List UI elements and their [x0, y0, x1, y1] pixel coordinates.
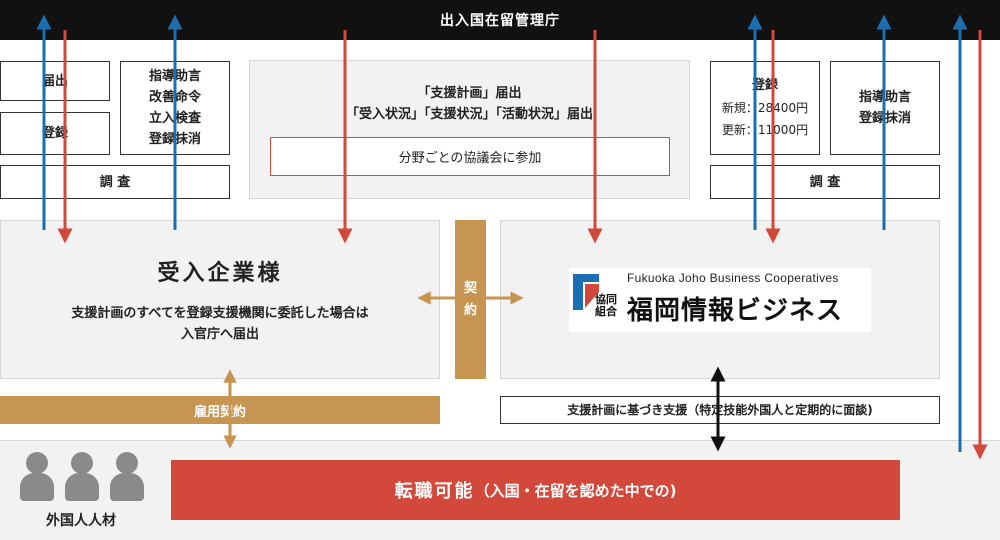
- investigate-box-right: 調 査: [710, 165, 940, 199]
- filing-line-1: 「支援計画」届出: [417, 86, 522, 101]
- job-change-bar: 転職可能 （入国・在留を認めた中での): [171, 460, 900, 520]
- fee-new: 新規：28400円: [721, 101, 809, 115]
- agency-header: 出入国在留管理庁: [0, 0, 1000, 40]
- council-box: 分野ごとの協議会に参加: [270, 137, 670, 176]
- logo-badge-top: 協同: [595, 293, 617, 306]
- logo-badge-bottom: 組合: [595, 305, 617, 318]
- job-change-main: 転職可能: [394, 481, 475, 502]
- job-change-sub: （入国・在留を認めた中での): [474, 481, 677, 500]
- notify-label: 届出: [41, 73, 68, 89]
- investigate-label: 調 査: [809, 174, 841, 190]
- talent-label: 外国人人材: [46, 513, 116, 529]
- fee-renew: 更新：11000円: [721, 123, 809, 137]
- person-icon: [110, 452, 144, 502]
- filing-line-2: 「受入状況」「支援状況」「活動状況」届出: [345, 107, 593, 122]
- logo-english: Fukuoka Joho Business Cooperatives: [627, 271, 839, 285]
- logo-name: 福岡情報ビジネス: [627, 296, 844, 326]
- investigate-label: 調 査: [99, 174, 131, 190]
- investigate-box-left: 調 査: [0, 165, 230, 199]
- person-icon: [20, 452, 54, 502]
- filing-panel: 「支援計画」届出 「受入状況」「支援状況」「活動状況」届出 分野ごとの協議会に参…: [249, 60, 690, 199]
- register-label: 登録: [41, 126, 68, 141]
- cooperative-logo: Fukuoka Joho Business Cooperatives 協同 組合…: [569, 268, 871, 332]
- notify-box: 届出: [0, 61, 110, 101]
- person-icon: [65, 452, 99, 502]
- register-box: 登録: [0, 112, 110, 155]
- company-panel: 受入企業様 支援計画のすべてを登録支援機関に委託した場合は 入官庁へ届出: [0, 220, 440, 379]
- company-desc-2: 入官庁へ届出: [180, 326, 259, 342]
- logo-mark-icon: [573, 274, 599, 310]
- cooperative-panel: Fukuoka Joho Business Cooperatives 協同 組合…: [500, 220, 940, 379]
- logo-badge: 協同 組合: [595, 294, 617, 318]
- company-desc-1: 支援計画のすべてを登録支援機関に委託した場合は: [71, 305, 369, 321]
- council-label: 分野ごとの協議会に参加: [398, 151, 542, 166]
- agency-title: 出入国在留管理庁: [440, 13, 560, 29]
- company-title: 受入企業様: [157, 260, 283, 286]
- employment-contract-bar: 雇用契約: [0, 396, 440, 424]
- register-title: 登録: [751, 78, 778, 93]
- register-box-right: 登録 新規：28400円 更新：11000円: [710, 61, 820, 155]
- contract-char: 約: [463, 302, 477, 318]
